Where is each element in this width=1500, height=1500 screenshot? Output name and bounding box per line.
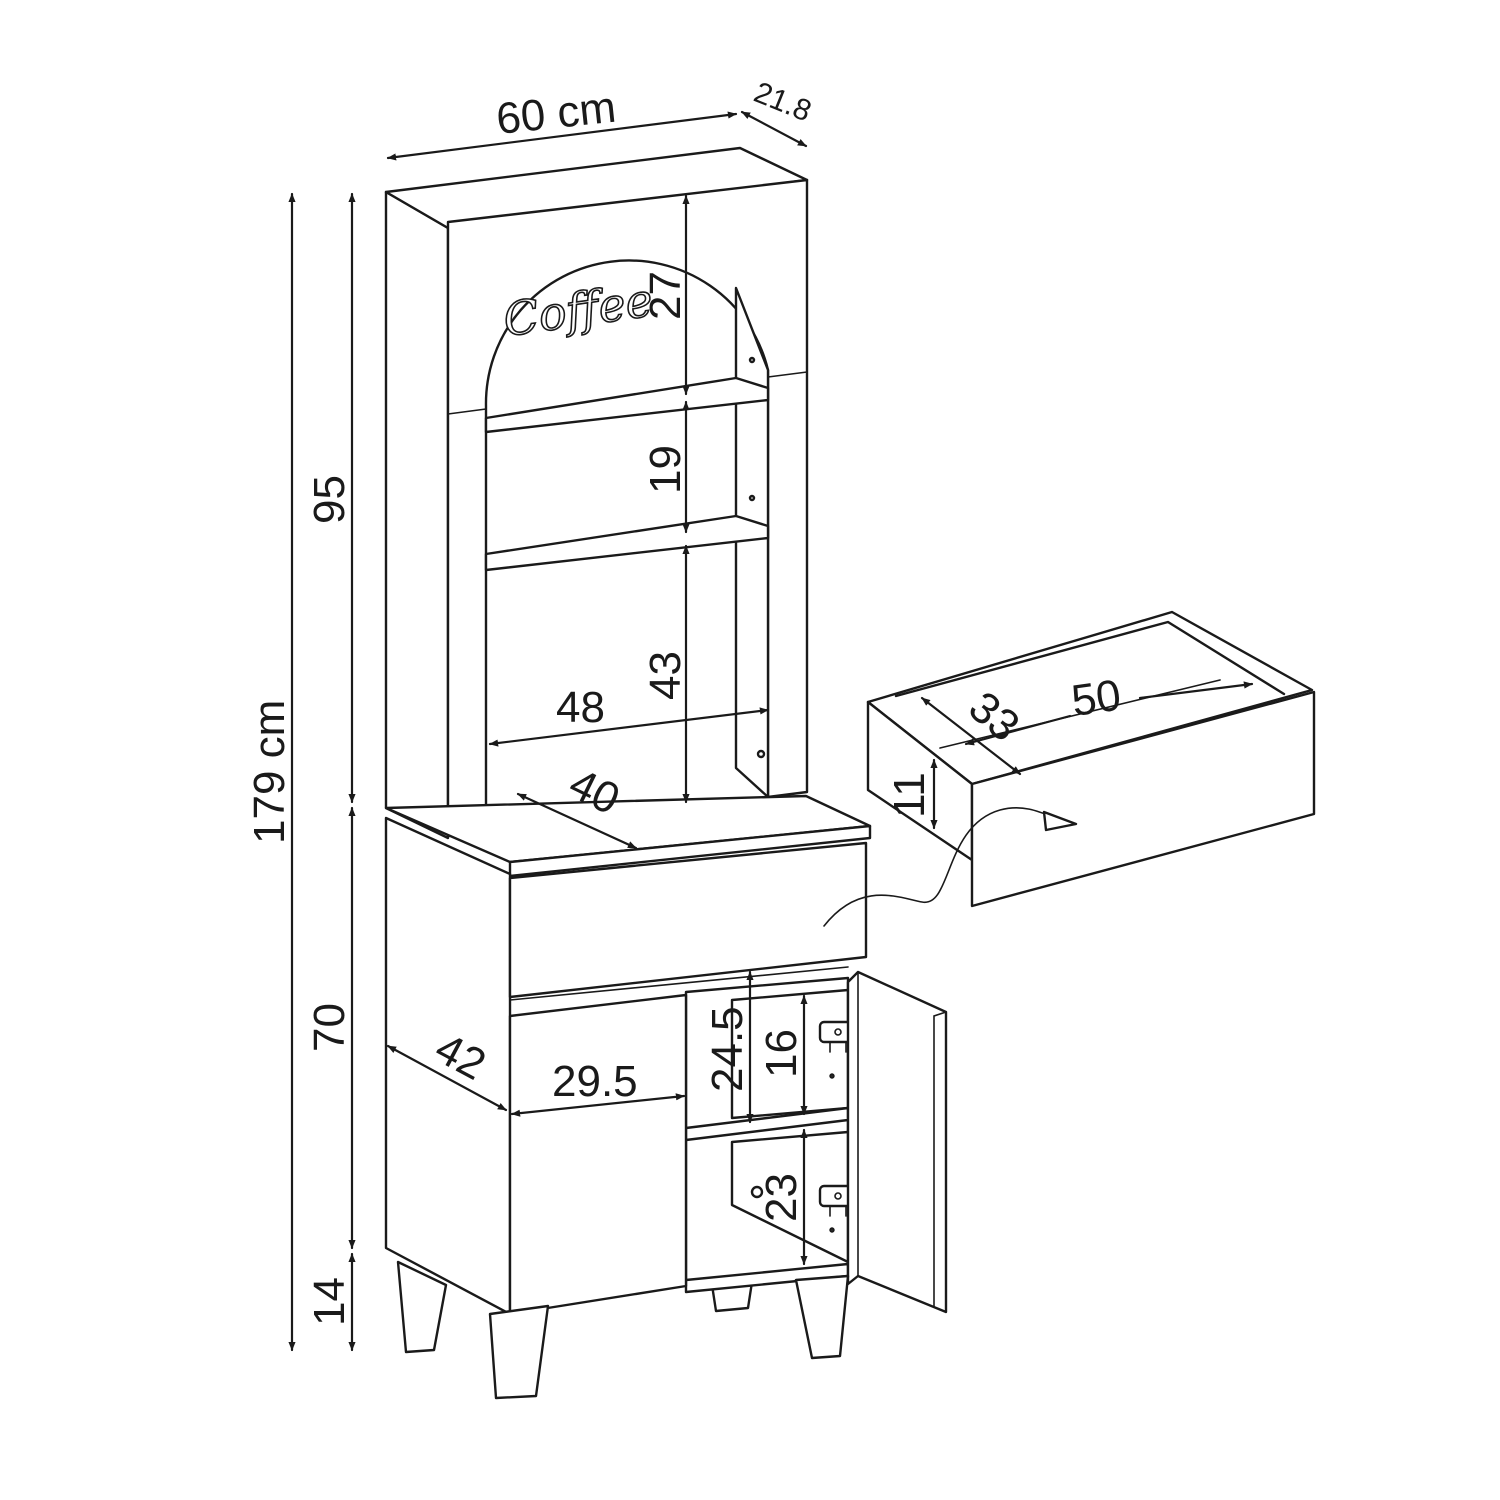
dim-line-width [386, 111, 738, 161]
front-leg-left [488, 1304, 550, 1400]
left-door [508, 993, 688, 1316]
dim-line-cabinet-depth [386, 1044, 508, 1112]
label-leg-height: 14 [305, 1277, 354, 1326]
label-drawer-height: 11 [885, 772, 934, 818]
label-inner-width: 48 [556, 683, 605, 732]
label-door-width: 29.5 [552, 1057, 638, 1106]
drawer-inner-rim [894, 620, 1286, 698]
drawer-front-closed [508, 841, 868, 999]
right-door-face [933, 1011, 947, 1307]
dim-line-drawer-width [964, 714, 1072, 746]
back-leg-left [396, 1260, 448, 1354]
label-lower-shelf-height: 43 [641, 651, 690, 700]
dim-line-door-width [510, 1093, 686, 1117]
pin-hole [748, 356, 756, 364]
screw-dot [829, 1073, 835, 1079]
counter-top-edge [508, 824, 872, 878]
inner-right-wall [734, 286, 770, 799]
band-seam-right [767, 371, 808, 378]
shelf-upper [484, 376, 770, 434]
label-drawer-width: 50 [1069, 671, 1124, 726]
pull-path [823, 807, 1073, 927]
label-middle-shelf-height: 19 [641, 445, 690, 494]
dimension-labels: 60 cm 21.8 179 cm 95 70 14 27 19 43 48 4… [245, 76, 1124, 1326]
label-cabinet-upper-height: 24.5 [703, 1006, 752, 1092]
pin-hole [750, 1185, 764, 1199]
dim-line-counter-depth [516, 792, 638, 850]
front-leg-right [794, 1274, 850, 1360]
dim-line-inner-width [488, 707, 770, 747]
shelf-middle [484, 514, 770, 572]
right-door-open [846, 970, 948, 1314]
label-arch-shelf-height: 27 [641, 271, 690, 320]
drawer-detail [823, 610, 1316, 927]
dim-line-drawer-depth [920, 696, 1022, 776]
screw-dot [829, 1227, 835, 1233]
label-overall-height: 179 cm [245, 700, 294, 844]
pin-hole [756, 749, 766, 759]
label-hutch-height: 95 [305, 475, 354, 524]
label-overall-width: 60 cm [494, 83, 618, 144]
hutch-side-panel [384, 190, 450, 840]
label-cabinet-upper-inner-height: 16 [757, 1029, 806, 1078]
pull-arrow-head [1042, 810, 1078, 832]
label-cabinet-height: 70 [305, 1003, 354, 1052]
drawer-front-panel [970, 690, 1316, 908]
dim-line-drawer-width-end [1138, 681, 1254, 700]
label-cabinet-lower-height: 23 [757, 1173, 806, 1222]
pin-hole [748, 494, 756, 502]
rail-under-drawer [509, 966, 849, 1001]
cabinet-drawing: Coffee [384, 146, 948, 1400]
dimension-lines [288, 110, 1254, 1352]
band-seam-left [447, 408, 487, 415]
dim-line-depth [740, 110, 808, 148]
